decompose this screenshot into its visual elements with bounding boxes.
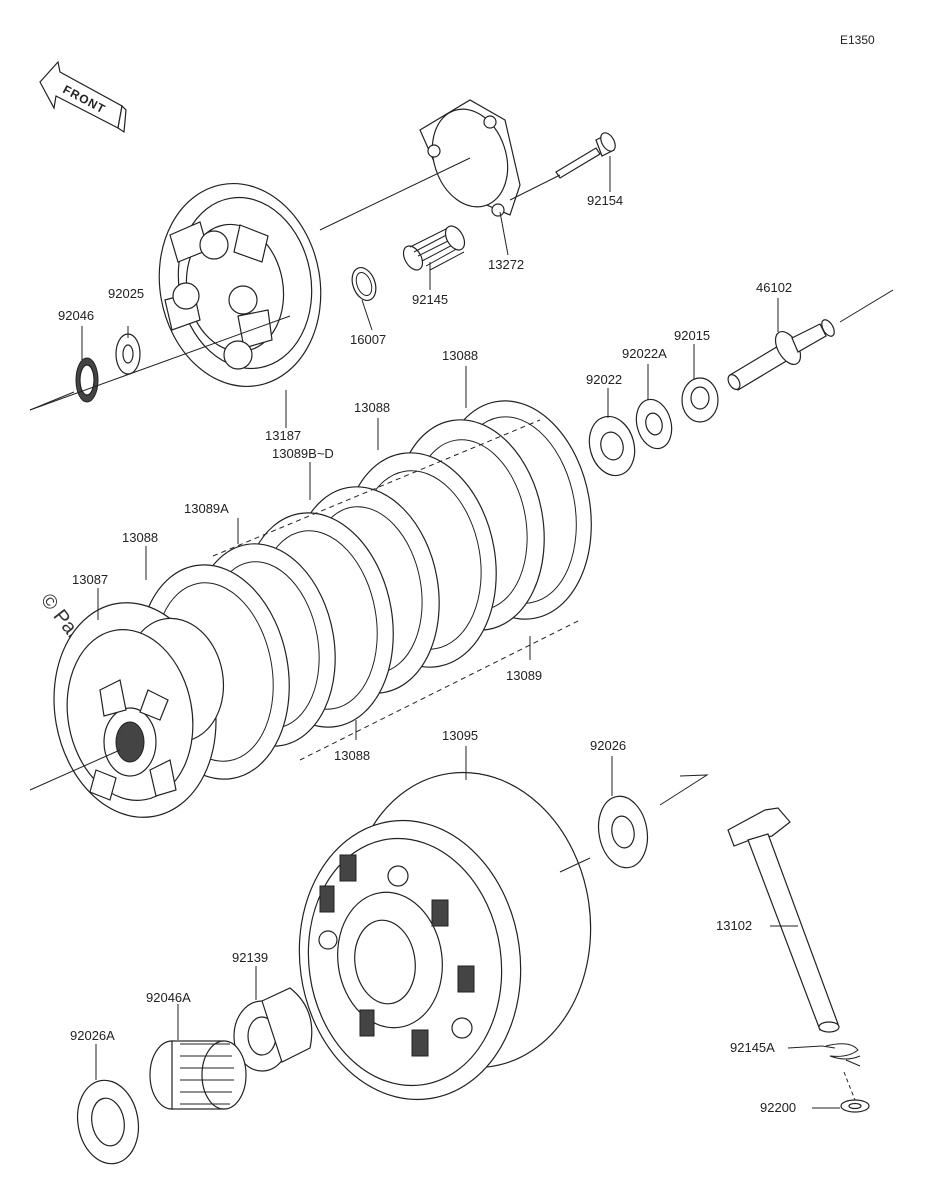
label-13089B-D[interactable]: 13089B~D: [272, 446, 334, 461]
spring-92145: [402, 225, 466, 271]
washer-92026: [597, 795, 649, 869]
label-92022A[interactable]: 92022A: [622, 346, 667, 361]
label-92139[interactable]: 92139: [232, 950, 268, 965]
bolt-92154: [555, 132, 616, 179]
label-92015[interactable]: 92015: [674, 328, 710, 343]
pressure-plate-13187: [158, 182, 322, 388]
label-92145[interactable]: 92145: [412, 292, 448, 307]
label-13087[interactable]: 13087: [72, 572, 108, 587]
clutch-housing-13095: [298, 771, 592, 1101]
washer-92026A: [76, 1079, 140, 1165]
bearing-92046: [75, 357, 99, 403]
washer-92022: [588, 415, 636, 477]
label-92200[interactable]: 92200: [760, 1100, 796, 1115]
label-92026[interactable]: 92026: [590, 738, 626, 753]
pushrod-46102: [727, 319, 835, 391]
axis-lines: [29, 157, 894, 1101]
label-13089A[interactable]: 13089A: [184, 501, 229, 516]
washer-92200: [840, 1099, 870, 1113]
circlip-16007: [351, 266, 377, 302]
bearing-92046A: [149, 1040, 247, 1110]
leader-lines: [81, 156, 840, 1109]
front-arrow-icon: FRONT: [39, 60, 127, 134]
label-13088-second[interactable]: 13088: [354, 400, 390, 415]
label-13089[interactable]: 13089: [506, 668, 542, 683]
label-92026A[interactable]: 92026A: [70, 1028, 115, 1043]
label-13088-third[interactable]: 13088: [122, 530, 158, 545]
release-shaft-13102: [727, 807, 840, 1033]
label-13088-bottom[interactable]: 13088: [334, 748, 370, 763]
label-92046A[interactable]: 92046A: [146, 990, 191, 1005]
label-13187[interactable]: 13187: [265, 428, 301, 443]
sleeve-92139: [233, 987, 313, 1072]
label-92046[interactable]: 92046: [58, 308, 94, 323]
label-13088-top[interactable]: 13088: [442, 348, 478, 363]
label-13095[interactable]: 13095: [442, 728, 478, 743]
spring-92145A: [821, 1043, 861, 1067]
washer-92022A: [635, 398, 673, 450]
label-46102[interactable]: 46102: [756, 280, 792, 295]
washer-92025: [115, 333, 141, 375]
label-92022[interactable]: 92022: [586, 372, 622, 387]
part-labels: 92154 13272 92145 16007 92025 92046 1318…: [58, 193, 796, 1115]
label-92145A[interactable]: 92145A: [730, 1040, 775, 1055]
diagram-code: E1350: [840, 33, 875, 47]
label-13102[interactable]: 13102: [716, 918, 752, 933]
label-92025[interactable]: 92025: [108, 286, 144, 301]
label-16007[interactable]: 16007: [350, 332, 386, 347]
nut-92015: [681, 377, 719, 423]
label-13272[interactable]: 13272: [488, 257, 524, 272]
label-92154[interactable]: 92154: [587, 193, 623, 208]
clutch-hub-13087: [53, 602, 225, 818]
